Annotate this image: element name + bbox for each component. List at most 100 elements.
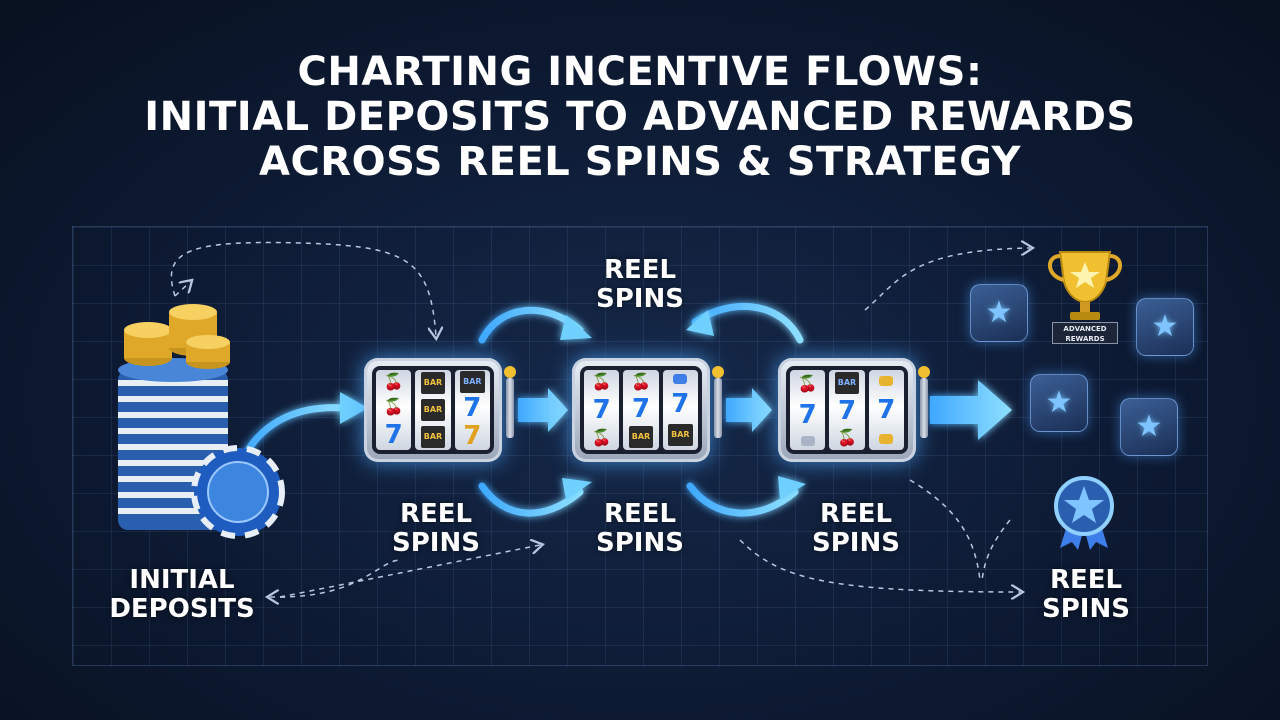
reel: 🍒 🍒 7	[376, 370, 412, 450]
seven-symbol: 7	[463, 421, 482, 451]
slot-window-2: 🍒 7 🍒 🍒 7 BAR 7 BAR	[580, 366, 702, 454]
dashed-arrow-bottom-left-1	[279, 559, 401, 598]
reel: 🍒 7	[790, 370, 826, 450]
slot-machine-3: 🍒 7 BAR 7 🍒 7	[778, 358, 930, 462]
title-line-2: INITIAL DEPOSITS TO ADVANCED REWARDS	[144, 94, 1136, 140]
gold-symbol	[879, 375, 894, 386]
dashed-arrow-top-right	[864, 248, 1030, 311]
reel: BAR BAR BAR	[415, 370, 451, 450]
reel: BAR 7 7	[454, 370, 490, 451]
star-icon: ★	[1045, 385, 1073, 420]
dashed-arrow-right-drop-2	[981, 519, 1011, 581]
label-line: SPINS	[596, 284, 684, 314]
dashed-arrow-bottom-right	[739, 539, 1020, 592]
bar-symbol: BAR	[420, 425, 446, 448]
star-badge-icon: ★	[1030, 374, 1088, 432]
poker-chip-icon	[191, 445, 285, 539]
reel: 7	[868, 370, 904, 450]
arrow-head-2	[560, 315, 592, 340]
label-line: SPINS	[812, 528, 900, 558]
slot-window-3: 🍒 7 BAR 7 🍒 7	[786, 366, 908, 454]
label-line: REEL	[399, 499, 473, 529]
seven-symbol: 7	[631, 394, 651, 424]
star-badge-icon: ★	[970, 284, 1028, 342]
reel: 🍒 7 BAR	[623, 370, 659, 450]
coin-stack-icon	[118, 300, 285, 539]
arrow-slot1-to-slot2-bottom	[478, 482, 584, 517]
advanced-rewards-plaque: ADVANCED REWARDS	[1052, 322, 1118, 344]
bar-symbol: BAR	[628, 426, 654, 448]
reel: 🍒 7 🍒	[584, 370, 620, 450]
seven-symbol: 7	[877, 394, 896, 425]
label-line: REEL	[603, 499, 677, 529]
label-reel-spins-bottom-3: REEL SPINS	[786, 500, 926, 558]
slot-lever	[918, 366, 930, 438]
seven-symbol: 7	[671, 388, 690, 419]
bar-symbol: BAR	[420, 398, 446, 421]
slot-machine-2: 🍒 7 🍒 🍒 7 BAR 7 BAR	[572, 358, 724, 462]
straight-arrows	[518, 380, 1012, 440]
cherry-symbol: 🍒	[631, 372, 651, 391]
arrow-slot2-to-slot3-bottom	[686, 482, 799, 517]
reel: BAR 7 🍒	[829, 370, 865, 450]
arrow-slot1-slot2	[518, 388, 568, 432]
seven-symbol: 7	[837, 396, 857, 426]
cherry-symbol: 🍒	[383, 372, 404, 392]
label-reel-spins-right: REEL SPINS	[1016, 566, 1156, 624]
page-title: CHARTING INCENTIVE FLOWS: INITIAL DEPOSI…	[0, 50, 1280, 185]
bar-symbol: BAR	[420, 372, 446, 395]
star-icon: ★	[985, 295, 1013, 330]
bar-symbol: BAR	[668, 424, 693, 447]
label-line: SPINS	[392, 528, 480, 558]
bar-symbol: BAR	[460, 371, 485, 393]
plaque-line-1: ADVANCED	[1063, 325, 1107, 333]
plaque-line-2: REWARDS	[1065, 335, 1105, 343]
slot-machine-1: 🍒 🍒 7 BAR BAR BAR BAR 7 7	[364, 358, 516, 462]
title-line-1: CHARTING INCENTIVE FLOWS:	[297, 49, 983, 95]
star-badge-icon: ★	[1120, 398, 1178, 456]
reel: 7 BAR	[662, 370, 698, 450]
label-line: REEL	[603, 255, 677, 285]
cherry-symbol: 🍒	[591, 372, 612, 392]
cherry-symbol: 🍒	[383, 396, 404, 416]
gold-coins	[124, 304, 230, 369]
star-icon: ★	[1135, 409, 1163, 444]
title-line-3: ACROSS REEL SPINS & STRATEGY	[258, 139, 1022, 185]
label-line: INITIAL	[129, 565, 235, 595]
dashed-arrow-top-left	[170, 241, 436, 336]
label-initial-deposits: INITIAL DEPOSITS	[92, 566, 272, 624]
dashed-flow-lines	[170, 241, 1030, 598]
seven-symbol: 7	[798, 400, 817, 430]
star-badge-icon: ★	[1136, 298, 1194, 356]
cherry-symbol: 🍒	[837, 428, 857, 447]
cherry-symbol: 🍒	[591, 427, 612, 447]
bar-symbol: BAR	[834, 372, 860, 394]
label-line: SPINS	[596, 528, 684, 558]
label-line: REEL	[1049, 565, 1123, 595]
arrow-head-4	[562, 478, 592, 500]
seven-symbol: 7	[384, 419, 403, 450]
label-line: SPINS	[1042, 594, 1130, 624]
cherry-symbol: 🍒	[797, 374, 818, 393]
arrow-head-5	[778, 476, 806, 500]
seven-symbol: 7	[463, 393, 482, 423]
label-reel-spins-bottom-2: REEL SPINS	[570, 500, 710, 558]
dashed-arrow-bottom-left-2	[279, 545, 540, 598]
seven-symbol: 7	[592, 394, 611, 425]
label-reel-spins-top: REEL SPINS	[570, 256, 710, 314]
slot-lever	[504, 366, 516, 438]
label-reel-spins-bottom-1: REEL SPINS	[366, 500, 506, 558]
blue-symbol	[673, 373, 688, 384]
dashed-arrow-right-drop	[909, 479, 981, 581]
label-line: REEL	[819, 499, 893, 529]
large-star-badge-icon	[1048, 472, 1120, 552]
slot-window-1: 🍒 🍒 7 BAR BAR BAR BAR 7 7	[372, 366, 494, 454]
arrow-slot3-rewards	[930, 380, 1012, 440]
label-line: DEPOSITS	[109, 594, 255, 624]
arrow-heads	[340, 310, 806, 500]
arrow-head-3	[686, 310, 714, 336]
grey-symbol	[800, 436, 815, 446]
trophy-icon	[1040, 244, 1130, 348]
dashed-arrow-to-coins	[174, 282, 190, 297]
